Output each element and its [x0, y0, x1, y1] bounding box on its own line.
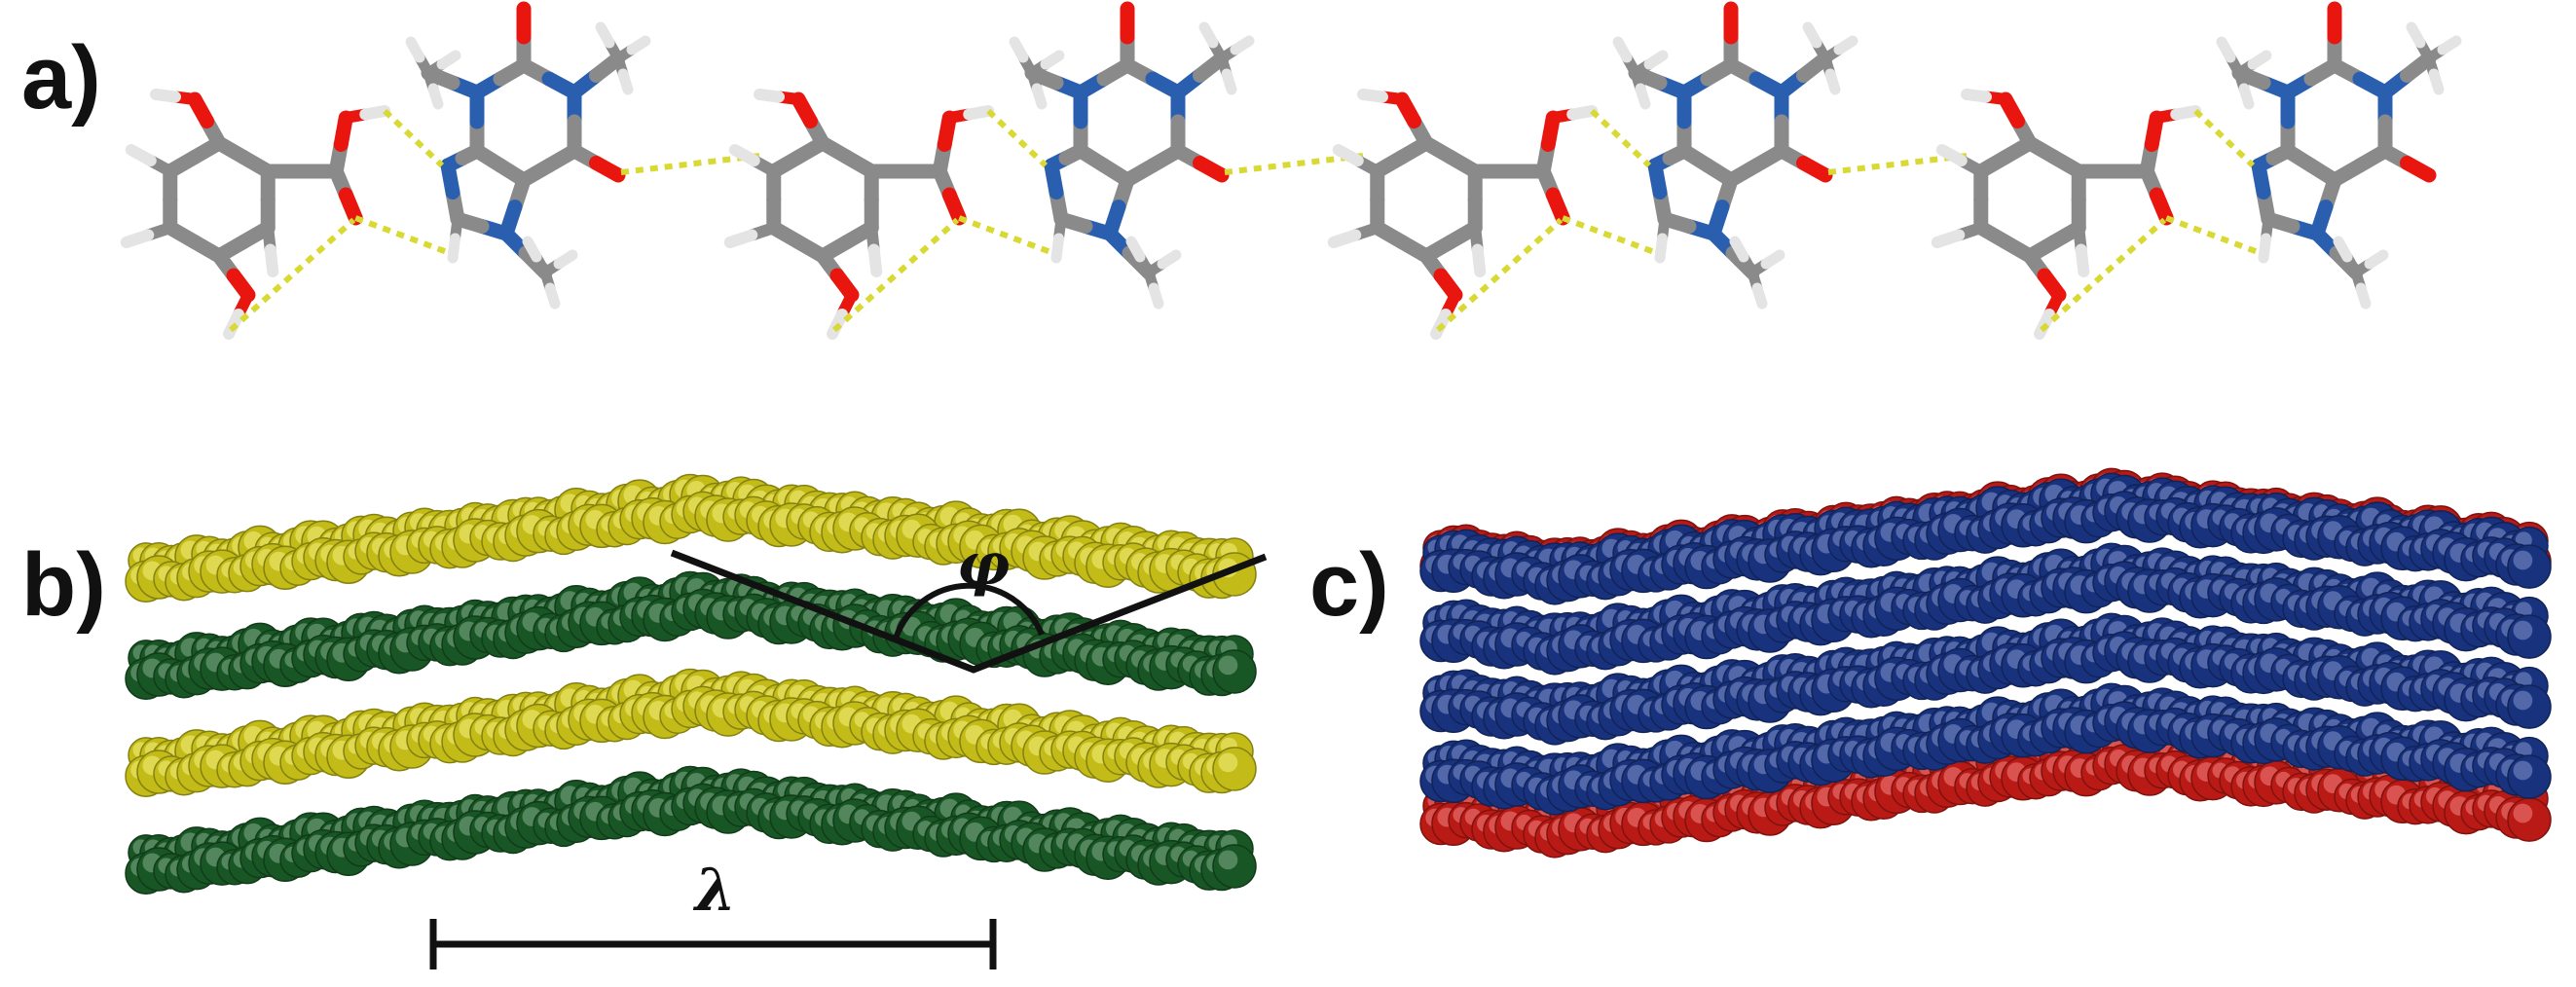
molecule-pair	[723, 1, 1364, 340]
molecule-pair	[120, 1, 760, 340]
molecule-pair	[1327, 1, 1968, 340]
panel-a-label: a)	[21, 28, 101, 128]
panel-b-annotations: φ λ	[429, 530, 1268, 969]
molecule-pair	[1931, 1, 2462, 340]
panel-b-label: b)	[21, 535, 106, 635]
layer-blue	[1419, 612, 2552, 746]
layer-blue	[1419, 542, 2552, 676]
layer-blue	[1419, 682, 2552, 816]
panel-a-hbond-chain	[120, 1, 2462, 340]
wavelength-symbol: λ	[692, 857, 736, 925]
angle-symbol: φ	[957, 530, 1010, 599]
panel-b-layer-packing	[125, 473, 1257, 895]
layer-yellow	[125, 473, 1257, 603]
angle-lines	[670, 549, 1268, 674]
panel-c-label: c)	[1309, 535, 1389, 635]
layer-blue	[1419, 472, 2552, 605]
layer-green	[125, 765, 1257, 895]
angle-arc	[893, 582, 1045, 640]
panel-c-layer-packing	[1419, 467, 2552, 859]
layer-yellow	[125, 668, 1257, 797]
